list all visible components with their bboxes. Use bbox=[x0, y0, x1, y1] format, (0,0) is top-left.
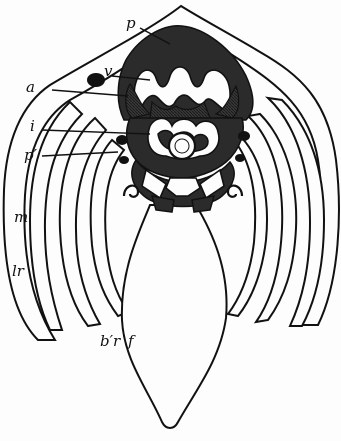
foot bbox=[122, 205, 227, 428]
label-lr: lr bbox=[12, 262, 25, 280]
aorta-dot bbox=[87, 73, 105, 87]
gill-hook-right bbox=[228, 186, 242, 197]
label-p: p bbox=[126, 14, 136, 32]
label-a: a bbox=[26, 78, 35, 96]
label-p-prime: p′ bbox=[24, 146, 38, 164]
right-inner-band bbox=[228, 138, 267, 316]
pallial-node-right bbox=[238, 131, 250, 141]
left-inner-band bbox=[91, 140, 128, 316]
label-m: m bbox=[14, 208, 28, 226]
pedal-node-left bbox=[119, 156, 129, 164]
label-i: i bbox=[30, 117, 35, 135]
label-v: v bbox=[104, 62, 113, 80]
pedal-node-right bbox=[235, 154, 245, 162]
gill-hook-left bbox=[124, 186, 138, 197]
label-br-prime: b′r bbox=[100, 332, 121, 350]
pallial-node-left bbox=[116, 135, 128, 145]
rectum-lumen bbox=[175, 139, 189, 153]
